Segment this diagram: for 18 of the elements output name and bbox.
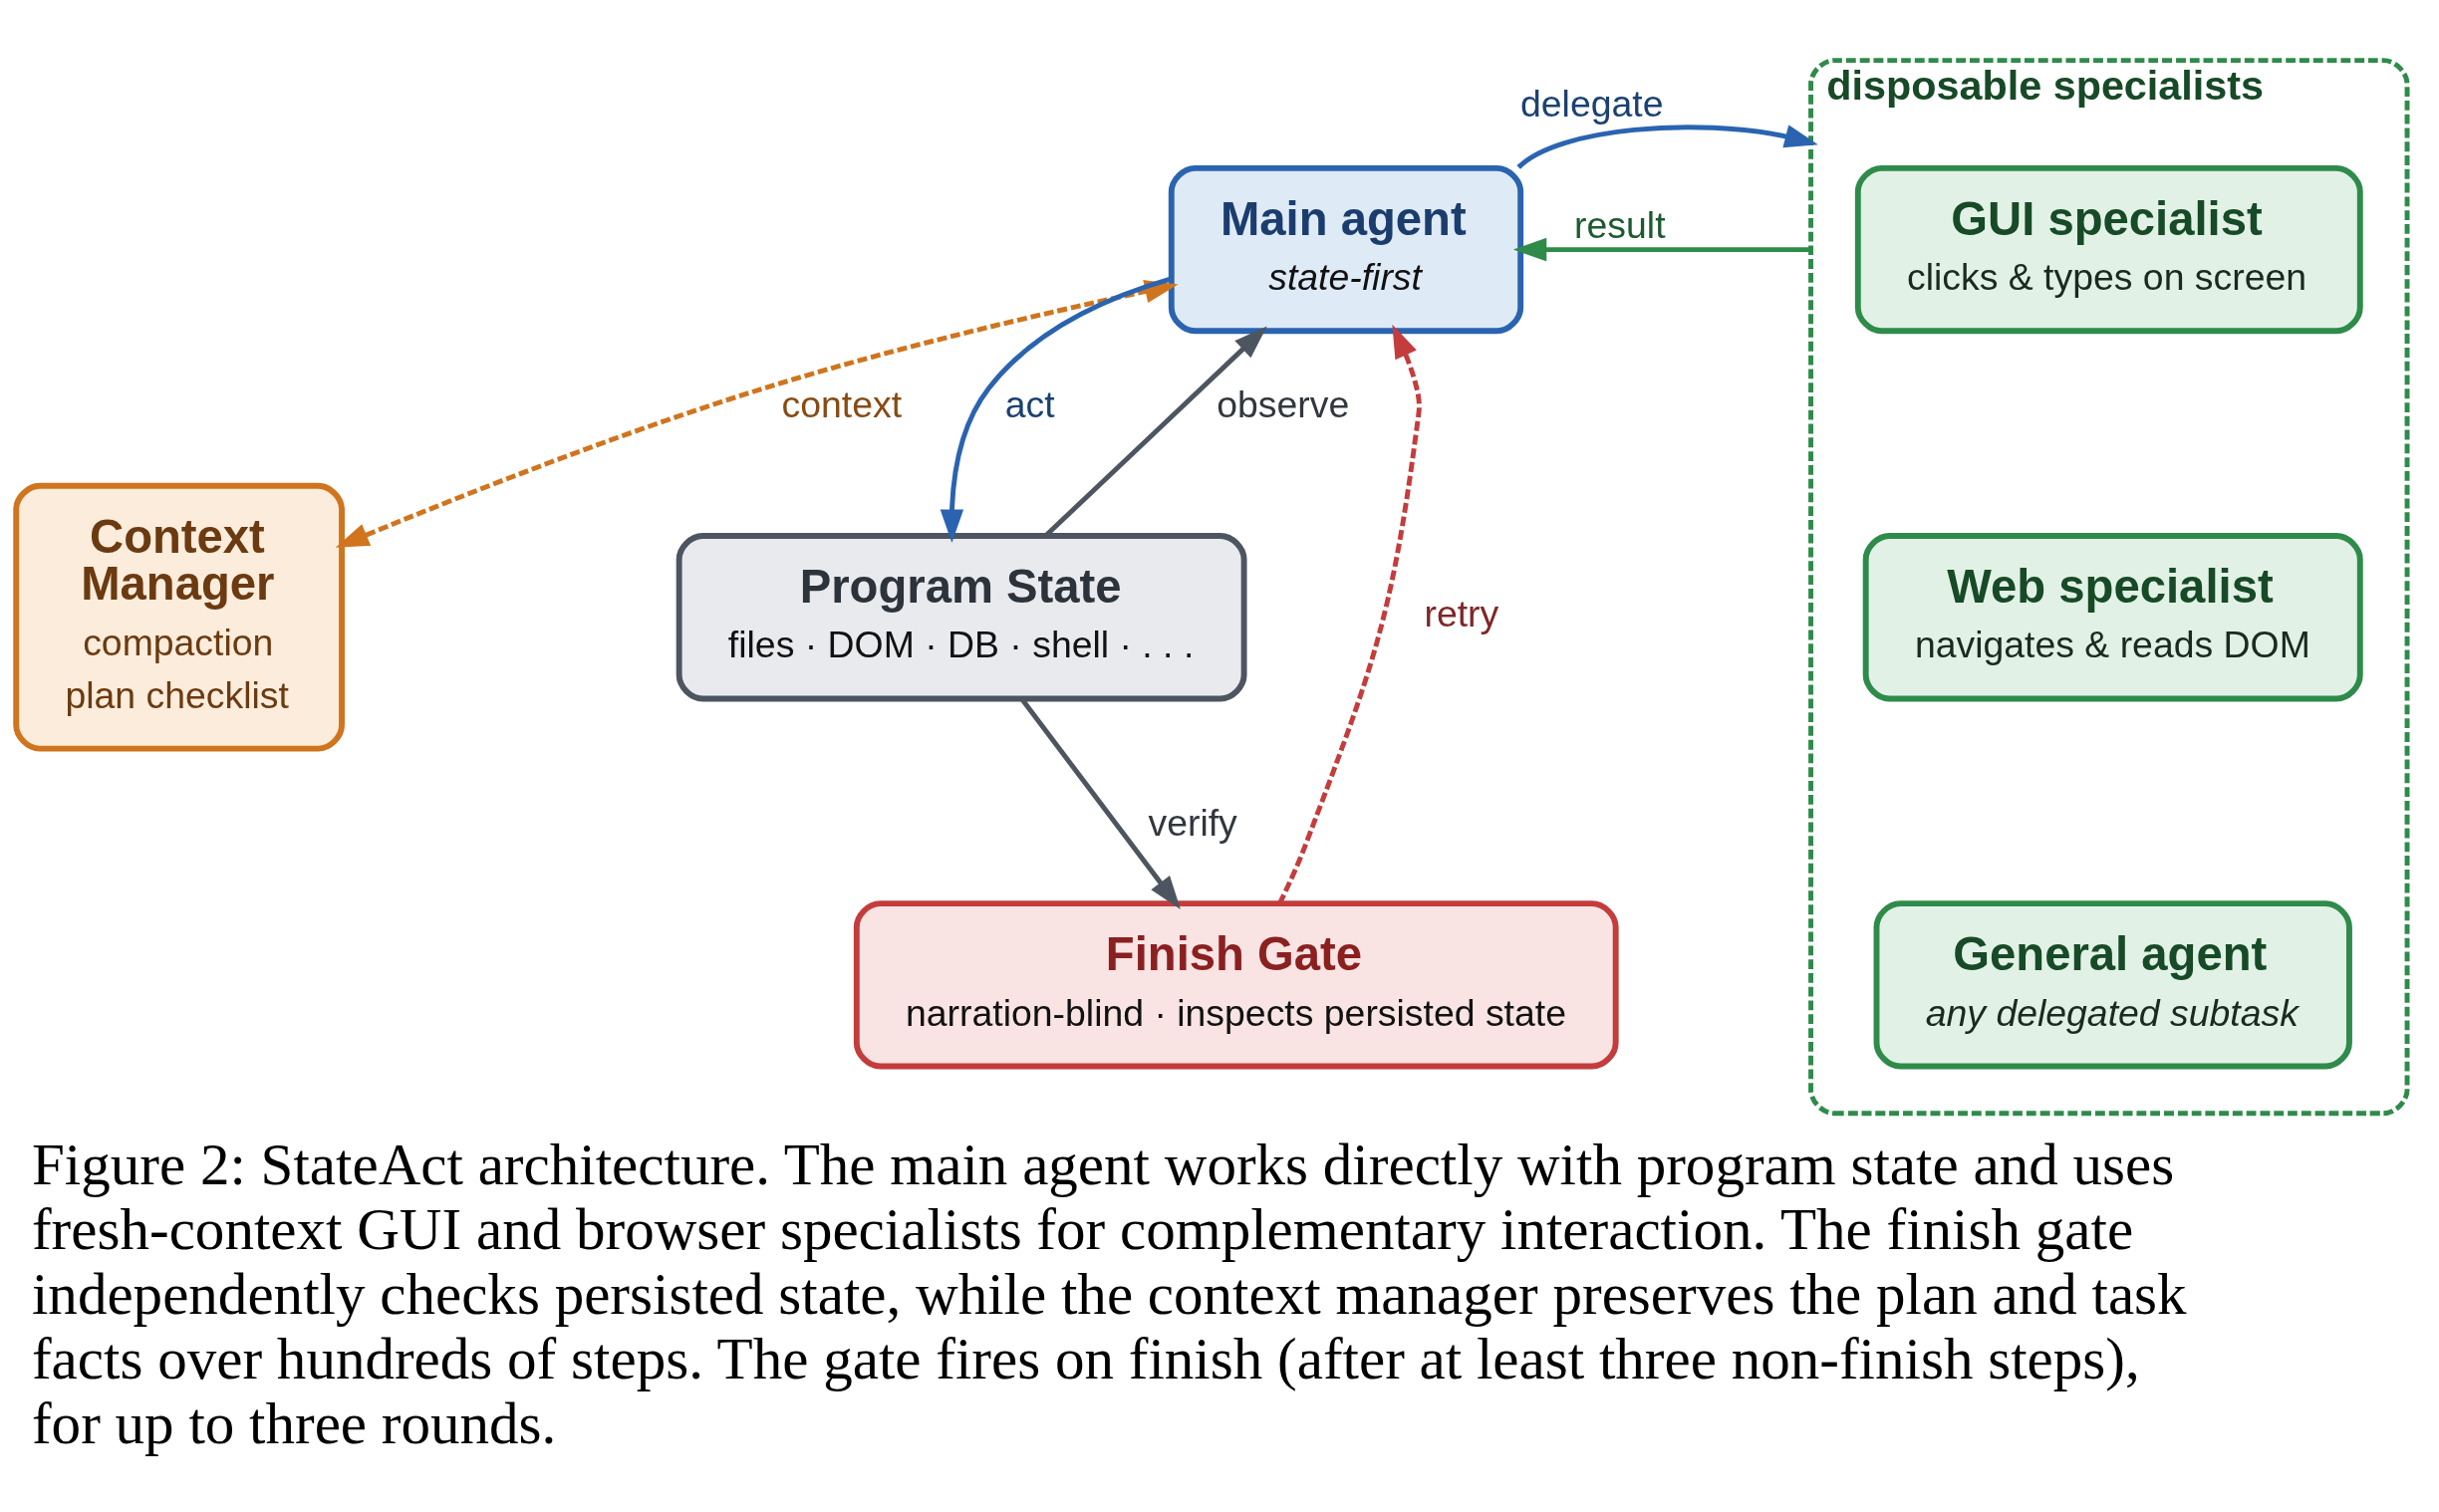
edge-label: verify — [1148, 801, 1237, 844]
edge-label: act — [1004, 382, 1055, 425]
caption: Figure 2: StateAct architecture. The main agent works directly with program state and uses fresh-context GUI and browser specialists for complementary interaction. The finish gate independently checks persisted state, while the context manager preserves the plan and task facts over hundreds of steps. The gate fires on finish (after at least three non-finish steps), for up to three rounds. — [31, 1131, 2187, 1456]
node-box: Finish Gate narration-blind · inspects persisted state — [853, 899, 1619, 1069]
node-box: Web specialist navigates & reads DOM — [1862, 532, 2363, 701]
edge-label: delegate — [1520, 82, 1664, 125]
arrow — [1277, 324, 1422, 904]
node-box: GUI specialist clicks & types on screen — [1854, 164, 2363, 334]
edge-label: retry — [1424, 592, 1499, 634]
edge-label: context — [781, 382, 903, 425]
edge-label: result — [1574, 203, 1666, 246]
node-box: Context Manager compaction plan checklist — [13, 482, 345, 752]
arrow — [1516, 124, 1818, 169]
edge-label: observe — [1217, 382, 1350, 425]
node-box: Program State files · DOM · DB · shell · . . . — [676, 532, 1247, 701]
node-box: Main agent state-first — [1168, 164, 1524, 334]
arrow — [1512, 237, 1811, 261]
node-box: General agent any delegated subtask — [1873, 899, 2352, 1069]
